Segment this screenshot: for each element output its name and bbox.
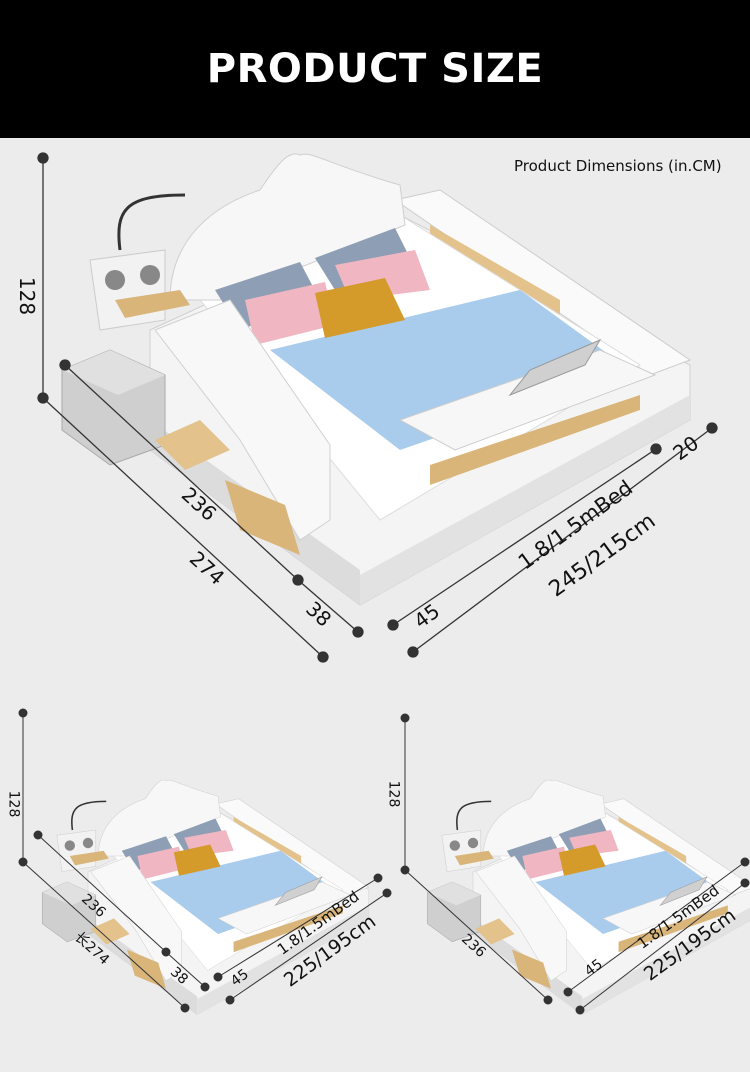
variant-left-dimension-lines [18,708,392,1013]
variant-right-height-label: 128 [385,780,402,808]
main-bed-illustration [60,152,692,607]
variant-left-height-label: 128 [5,790,22,818]
title-banner: PRODUCT SIZE [0,0,750,138]
height-label: 128 [15,276,40,316]
variant-right-dimension-lines [400,713,750,1015]
dimensions-unit-note: Product Dimensions (in.CM) [514,157,722,175]
page-title: PRODUCT SIZE [206,46,544,92]
main-dimension-lines [37,152,718,663]
